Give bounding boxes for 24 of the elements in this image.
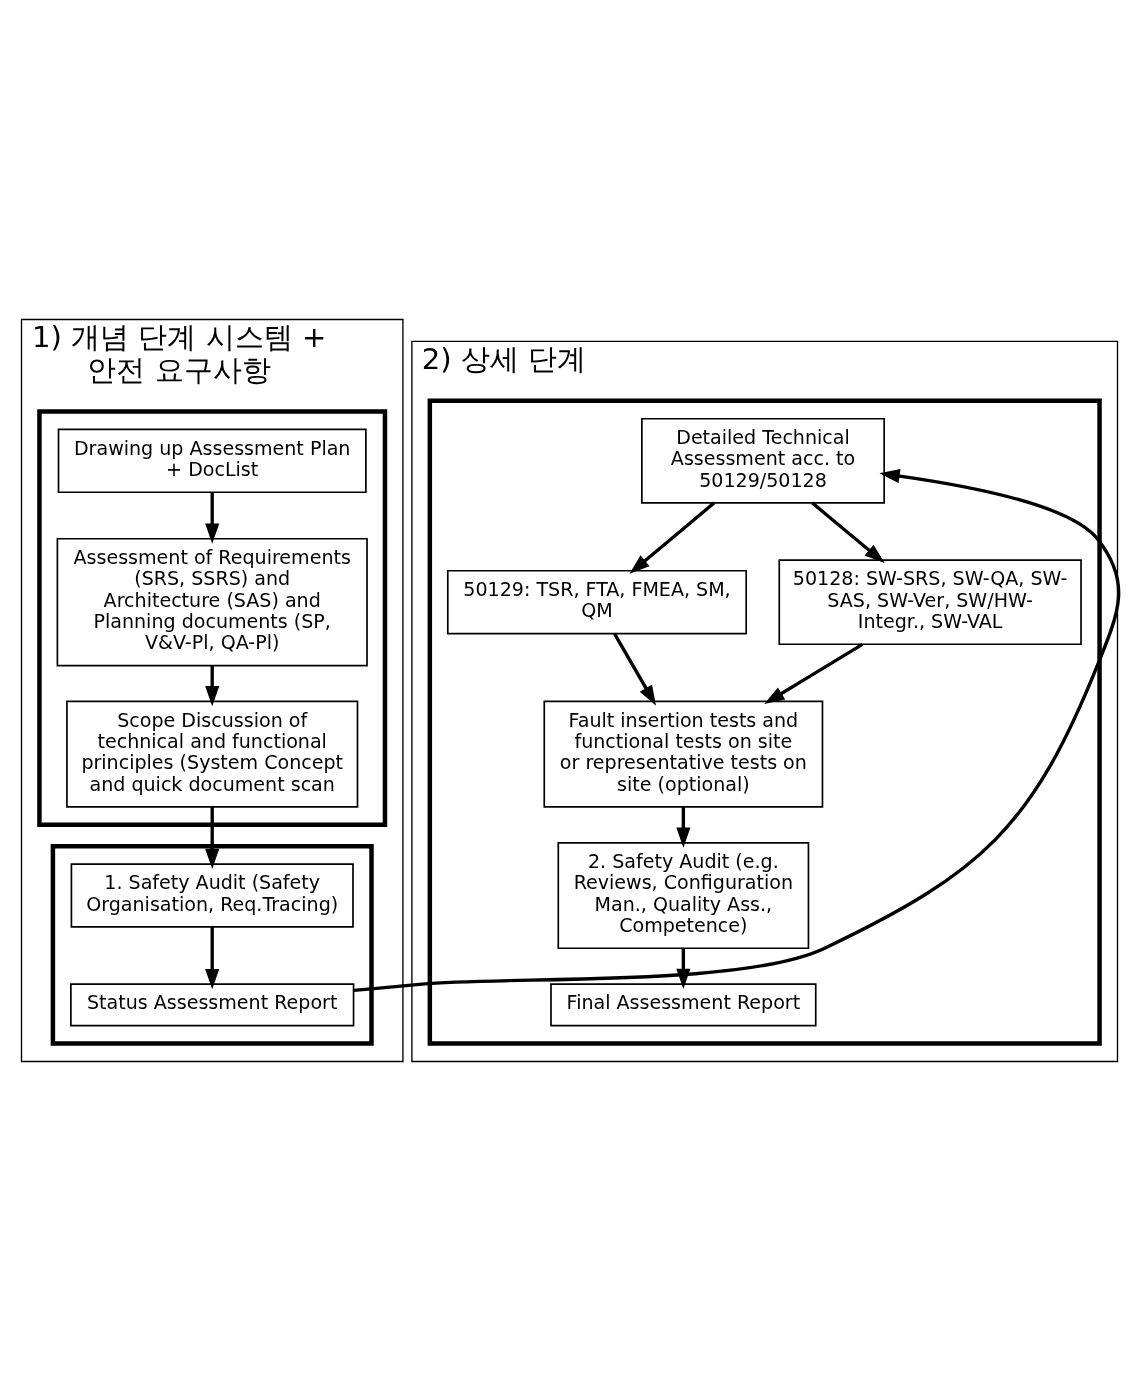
node-box: Detailed Technical Assessment acc. to 50129/50128 <box>641 417 885 504</box>
arrow <box>629 501 716 574</box>
arrow <box>613 632 657 706</box>
arrow <box>205 492 220 544</box>
node-box: 50128: SW-SRS, SW-QA, SW-SAS, SW-Ver, SW/HW-Integr., SW-VAL <box>778 559 1082 646</box>
node-box: 50129: TSR, FTA, FMEA, SM, QM <box>446 569 747 635</box>
node-box: Final Assessment Report <box>550 983 817 1027</box>
node-box: Status Assessment Report <box>70 983 355 1027</box>
arrow <box>676 948 691 989</box>
arrow <box>353 469 1121 993</box>
node-box: Assessment of Requirements (SRS, SSRS) and Architecture (SAS) and Planning documents (SP, V&V-Pl, QA-Pl) <box>56 537 368 667</box>
node-box: 2. Safety Audit (e.g. Reviews, Configuration Man., Quality Ass., Competence) <box>557 841 810 950</box>
node-box: Drawing up Assessment Plan + DocList <box>57 428 367 494</box>
node-box: Scope Discussion of technical and functional principles (System Concept and quick document scan <box>66 700 359 808</box>
node-box: Fault insertion tests and functional tests on site or representative tests on site (optional) <box>543 700 824 808</box>
arrow <box>764 642 864 704</box>
arrow <box>205 665 220 707</box>
arrow <box>811 501 885 564</box>
arrow <box>205 927 220 990</box>
cluster <box>50 843 374 1046</box>
arrow <box>676 807 691 848</box>
cluster <box>37 409 388 828</box>
node-box: 1. Safety Audit (Safety Organisation, Req.Tracing) <box>70 863 354 928</box>
arrow <box>205 807 220 870</box>
